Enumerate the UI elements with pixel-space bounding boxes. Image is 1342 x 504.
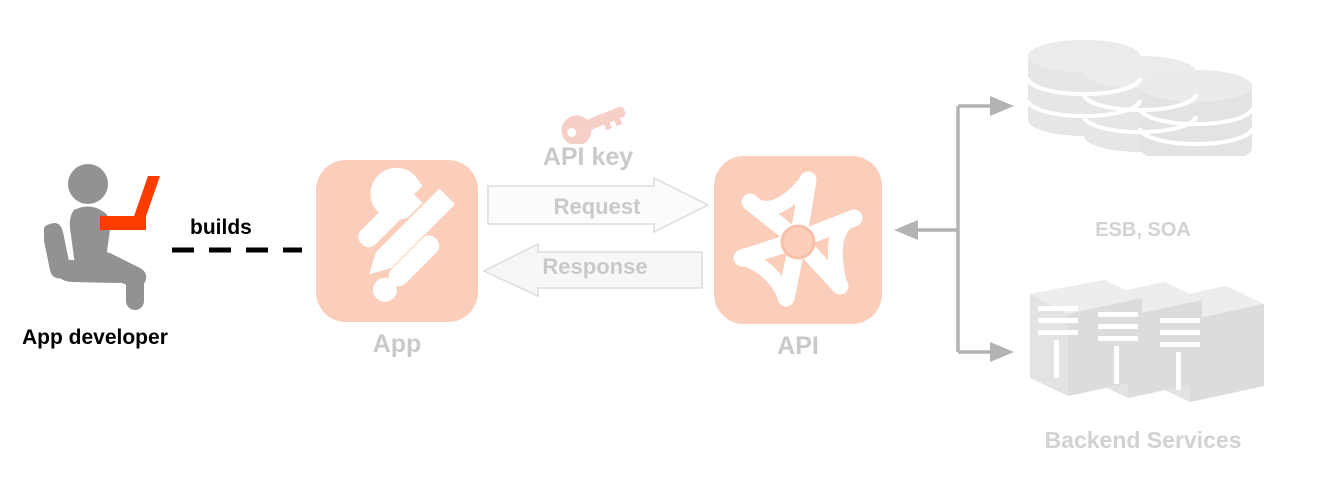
response-arrow: [482, 242, 703, 298]
api-node-label: API: [777, 332, 819, 360]
esb-label-line-1: ESB, SOA: [1095, 219, 1191, 242]
api-node[interactable]: [714, 156, 882, 324]
builds-label: builds: [190, 216, 252, 239]
app-node[interactable]: [316, 160, 478, 322]
request-label: Request: [553, 194, 641, 219]
app-developer-icon: [44, 164, 160, 310]
api-star-icon: [733, 171, 863, 307]
response-label: Response: [542, 254, 648, 279]
api-to-backend-connector: [894, 96, 1014, 362]
tools-wrench-pencil-icon: [358, 167, 455, 302]
key-icon: [561, 106, 626, 144]
api-key-label: API key: [542, 143, 634, 171]
server-rack-icon: [1030, 280, 1264, 402]
app-node-label: App: [372, 330, 422, 358]
request-arrow: [487, 176, 710, 234]
app-developer-label: App developer: [22, 326, 168, 349]
backend-services-label: Backend Services: [1044, 427, 1242, 453]
database-stack-icon: [1026, 40, 1254, 156]
builds-dashed-line: [172, 247, 302, 253]
